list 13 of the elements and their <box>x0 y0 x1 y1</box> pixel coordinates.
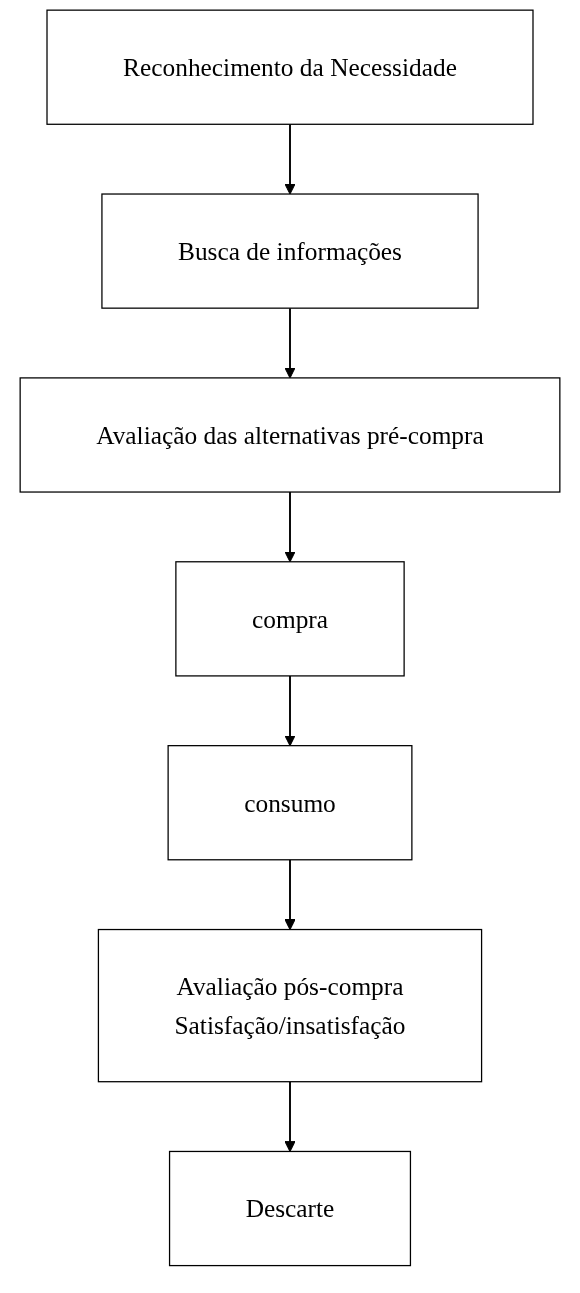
node-box: Descarte <box>168 1150 412 1267</box>
arrow <box>284 674 296 747</box>
arrow <box>284 1080 296 1152</box>
arrow <box>284 307 296 379</box>
node-box: consumo <box>167 745 413 861</box>
arrow <box>284 858 296 931</box>
node-box: Reconhecimento da Necessidade <box>46 9 534 125</box>
node-box: Busca de informações <box>101 193 479 309</box>
node-box: Avaliação das alternativas pré-compra <box>19 377 561 493</box>
arrow <box>284 123 296 195</box>
node-box: compra <box>175 561 405 677</box>
arrow <box>284 491 296 563</box>
node-box: Avaliação pós-compra Satisfação/insatisfação <box>97 928 483 1083</box>
